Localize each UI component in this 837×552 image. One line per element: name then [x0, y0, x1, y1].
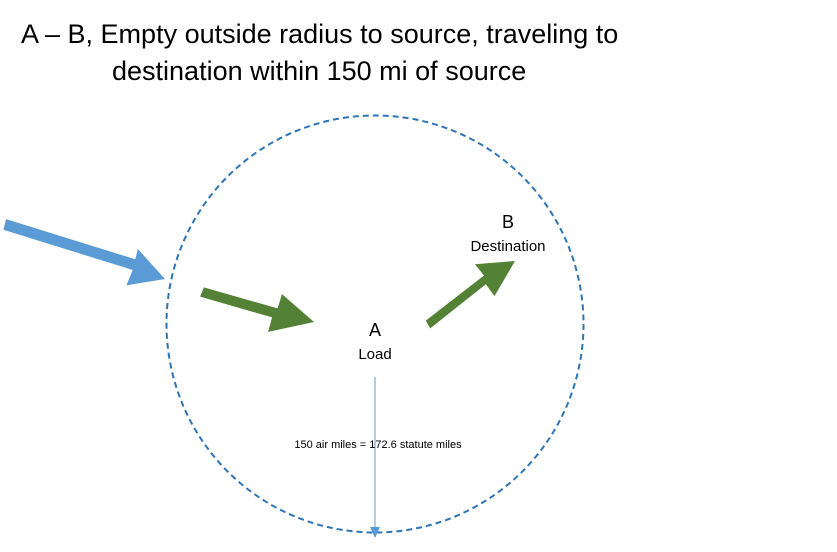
inbound-empty-arrow [3, 219, 166, 286]
title-line-1: A – B, Empty outside radius to source, t… [21, 19, 619, 49]
radius-arrowhead [370, 527, 380, 538]
point-a-label: Load [358, 346, 392, 363]
title-line-2: destination within 150 mi of source [112, 56, 527, 86]
diagram-title: A – B, Empty outside radius to source, t… [21, 16, 618, 90]
radius-circle [165, 114, 585, 534]
loaded-arrow-to-a [200, 287, 314, 332]
loaded-arrow-to-b [425, 261, 515, 329]
point-b-label: Destination [470, 238, 546, 255]
point-a-letter: A [368, 320, 381, 340]
radius-label: 150 air miles = 172.6 statute miles [294, 439, 462, 451]
point-b-letter: B [501, 212, 514, 232]
